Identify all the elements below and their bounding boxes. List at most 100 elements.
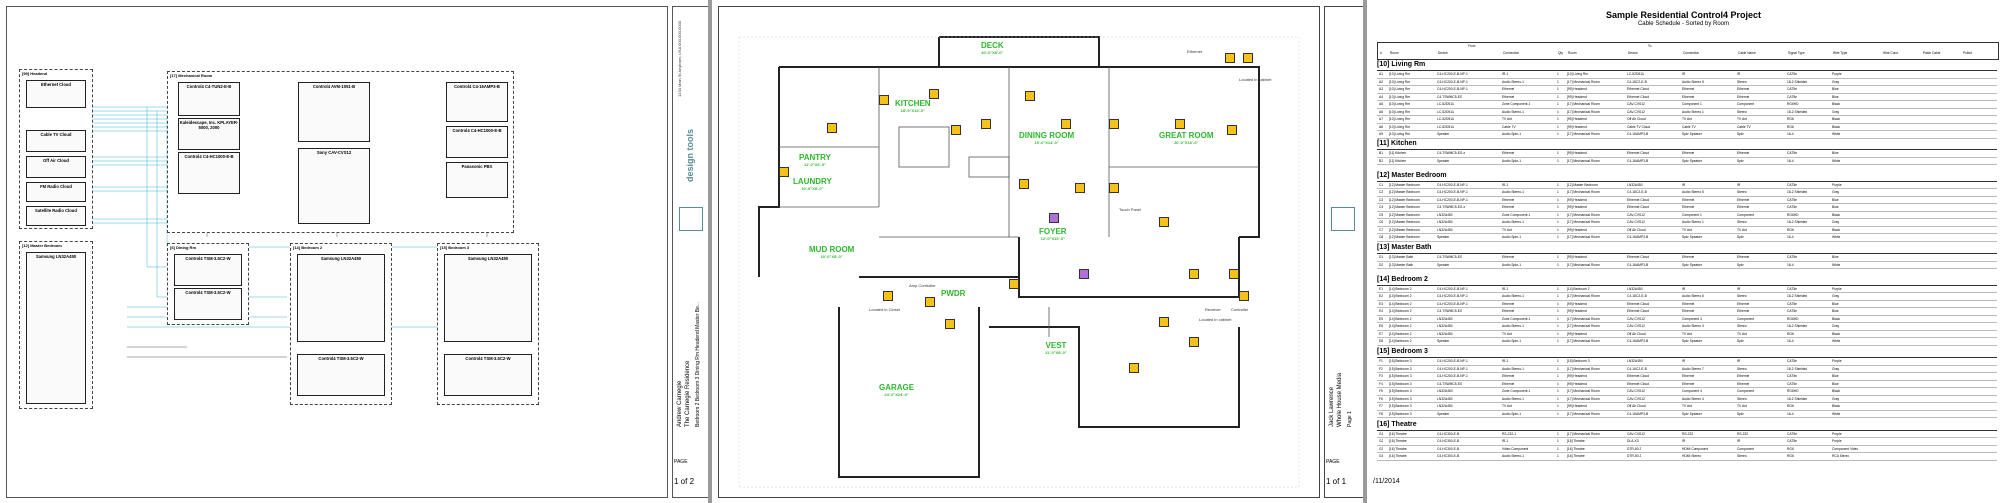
project-name: The Carnegie Residence (685, 360, 691, 427)
col-header: Cable Name (1738, 51, 1756, 55)
table-cell: Audio Stereo 6 (1682, 294, 1704, 299)
table-cell: 1 (1557, 396, 1559, 401)
table-cell: Audio Spkr-1 (1502, 262, 1522, 267)
table-cell: [99] Headend (1567, 124, 1587, 129)
table-cell: TV Ant (1502, 331, 1512, 336)
table-cell: C4-16C2-E-B (1627, 190, 1647, 195)
table-cell: CAV-CVS12 (1627, 389, 1645, 394)
device-marker (879, 95, 889, 105)
table-cell: Audio Stereo-1 (1502, 454, 1524, 459)
table-cell: [16] Theatre (1389, 431, 1407, 436)
area-master-bedroom: [12] Master Bedroom Samsung LN32A450 (19, 241, 93, 409)
table-cell: [17] Mechanical Room (1567, 411, 1600, 416)
diagram-title-block: 1234 Main St Anytown, USA 000-000-0000 d… (672, 6, 710, 498)
table-cell: Audio Stereo 4 (1682, 396, 1704, 401)
table-cell: CAT5e (1787, 72, 1798, 76)
table-cell: CAT5e (1787, 94, 1798, 99)
table-cell: CAT5e (1787, 151, 1798, 156)
table-cell: F7 (1379, 404, 1383, 409)
table-cell: Ethernet (1682, 374, 1695, 379)
table-cell: Ethernet Cloud (1627, 255, 1649, 260)
table-cell: [99] Headend (1567, 151, 1587, 156)
table-cell: A3 (1379, 87, 1384, 91)
table-cell: [10] Living Rm (1389, 72, 1411, 76)
device-tv-bedroom-2: Samsung LN32A450 (297, 254, 385, 342)
table-cell: RG6 (1787, 331, 1794, 336)
table-cell: [12] Master Bedroom (1389, 227, 1420, 232)
table-cell: 1 (1557, 404, 1559, 409)
table-cell: A7 (1379, 117, 1384, 121)
table-cell: TV Ant (1682, 404, 1692, 409)
table-cell: Audio Stereo 1 (1682, 109, 1704, 114)
device-controller: Control4 C4-HC1000-E-B (178, 152, 240, 194)
table-cell: Spkr (1737, 339, 1744, 344)
table-cell: 18-2 Shielded (1787, 190, 1808, 195)
table-cell: [12] Master Bedroom (1389, 197, 1420, 202)
table-cell: Ethernet (1682, 87, 1695, 91)
table-cell: Ethernet (1737, 151, 1750, 156)
table-cell: Zone Component-1 (1502, 316, 1531, 321)
device-tuner: Control4 C4-TUN2-E-B (178, 82, 240, 116)
table-cell: A8 (1379, 124, 1384, 129)
table-cell: Black (1832, 117, 1841, 121)
table-cell: [17] Mechanical Room (1567, 316, 1600, 321)
project-name: Whole House Media (1337, 372, 1343, 427)
table-cell: E8 (1379, 339, 1384, 344)
area-title: [12] Master Bedroom (22, 243, 62, 248)
table-cell: 1 (1557, 255, 1559, 260)
table-cell: A6 (1379, 109, 1384, 114)
table-cell: HDMI Component (1682, 446, 1709, 451)
table-cell: D1 (1379, 255, 1384, 260)
print-date: /11/2014 (1373, 478, 1400, 485)
device-marker (981, 119, 991, 129)
table-cell: Gray (1832, 109, 1840, 114)
table-cell: RS-232-1 (1502, 431, 1517, 436)
table-cell: Audio Stereo 7 (1682, 366, 1704, 371)
page-label: PAGE (1326, 459, 1340, 465)
table-cell: [12] Master Bedroom (1389, 235, 1420, 240)
table-cell: 18-2 Shielded (1787, 324, 1808, 329)
table-cell: TV Ant (1502, 404, 1512, 409)
device-marker (1109, 183, 1119, 193)
device-touch-panel-bedroom-2: Control4 TSM-3.5C2-W (297, 354, 385, 396)
table-cell: 16-4 (1787, 235, 1794, 240)
table-cell: A5 (1379, 102, 1384, 106)
table-cell: Ethernet Cloud (1627, 374, 1649, 379)
table-cell: 1 (1557, 235, 1559, 240)
table-cell: Ethernet (1737, 255, 1750, 260)
table-cell: CAT5e (1787, 309, 1798, 314)
table-cell: 1 (1557, 439, 1559, 444)
table-cell: [14] Bedroom 2 (1389, 301, 1412, 306)
table-cell: Ethernet (1502, 255, 1515, 260)
note-controller: Controller (1231, 307, 1249, 312)
table-cell: C7 (1379, 227, 1384, 232)
device-marker (925, 297, 935, 307)
table-cell: Ethernet Cloud (1627, 205, 1649, 210)
table-cell: Audio Stereo-1 (1502, 396, 1524, 401)
table-cell: RG6 (1787, 446, 1794, 451)
table-cell: Speaker (1437, 235, 1450, 240)
table-cell: [99] Headend (1567, 117, 1587, 121)
page-gap (1363, 0, 1367, 503)
table-cell: [15] Bedroom 3 (1389, 359, 1412, 364)
area-title: [14] Bedroom 2 (293, 245, 323, 250)
table-cell: Ethernet (1502, 87, 1515, 91)
device-marker (1239, 291, 1249, 301)
sheet-description: Bedroom 2 Bedroom 3 Dining Rm Headend Ma… (695, 301, 701, 427)
note-closet: Located in Closet (869, 307, 900, 312)
table-cell: C8 (1379, 235, 1384, 240)
col-header: Room (1568, 51, 1577, 55)
section-title: [10] Living Rm (1377, 60, 1997, 71)
table-cell: Audio Spkr-1 (1502, 411, 1522, 416)
table-cell: Purple (1832, 431, 1842, 436)
area-headend: [99] Headend Ethernet Cloud Cable TV Clo… (19, 69, 93, 229)
table-cell: 1 (1557, 324, 1559, 329)
table-cell: CAT5e (1787, 439, 1798, 444)
